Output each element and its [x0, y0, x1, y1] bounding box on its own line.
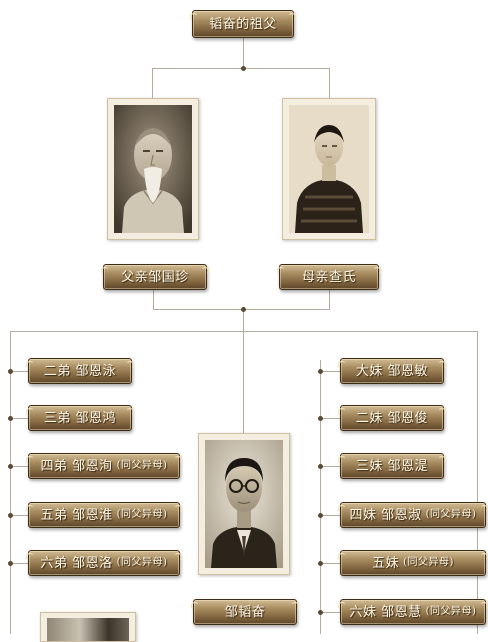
father-name: 父亲邹国珍	[121, 269, 189, 285]
mother-photo-frame	[282, 98, 376, 240]
sister-name: 二妹 邹恩俊	[355, 410, 429, 426]
mother-name: 母亲查氏	[301, 269, 356, 285]
sister-plaque-2: 二妹 邹恩俊	[338, 405, 446, 431]
half-sibling-note: (同父异母)	[116, 509, 168, 520]
sister-name: 三妹 邹恩湜	[355, 458, 429, 474]
self-photo-frame	[198, 433, 290, 575]
grandfather-title-plaque: 韬奋的祖父	[190, 10, 296, 38]
brother-name: 六弟 邹恩洛	[40, 555, 113, 571]
sister-name: 四妹 邹恩淑	[349, 507, 422, 523]
sister-plaque-6: 六妹 邹恩慧(同父异母)	[338, 599, 488, 625]
father-portrait	[114, 105, 192, 233]
brother-name: 二弟 邹恩泳	[43, 363, 117, 379]
sister-plaque-3: 三妹 邹恩湜	[338, 453, 446, 479]
sister-plaque-1: 大妹 邹恩敏	[338, 358, 446, 384]
sister-name: 大妹 邹恩敏	[355, 363, 429, 379]
sister-name: 六妹 邹恩慧	[349, 604, 422, 620]
half-sibling-note: (同父异母)	[403, 557, 454, 568]
brother-plaque-3: 三弟 邹恩鸿	[26, 405, 134, 431]
brother-name: 四弟 邹恩洵	[40, 458, 113, 474]
brother-plaque-5: 五弟 邹恩淮(同父异母)	[26, 502, 182, 528]
brother-plaque-6: 六弟 邹恩洛(同父异母)	[26, 550, 182, 576]
brother-plaque-4: 四弟 邹恩洵(同父异母)	[26, 453, 182, 479]
father-photo-frame	[107, 98, 199, 240]
brother-name: 五弟 邹恩淮	[40, 507, 113, 523]
half-sibling-note: (同父异母)	[116, 557, 168, 568]
half-sibling-note: (同父异母)	[425, 509, 477, 520]
brother-plaque-2: 二弟 邹恩泳	[26, 358, 134, 384]
grandfather-title: 韬奋的祖父	[209, 16, 277, 32]
partial-photo-frame	[40, 612, 136, 642]
self-plaque: 邹韬奋	[191, 599, 299, 625]
mother-plaque: 母亲查氏	[277, 264, 381, 290]
partial-portrait	[47, 618, 129, 641]
self-portrait	[205, 440, 283, 568]
mother-portrait	[289, 105, 369, 233]
father-plaque: 父亲邹国珍	[101, 264, 209, 290]
sister-plaque-4: 四妹 邹恩淑(同父异母)	[338, 502, 488, 528]
half-sibling-note: (同父异母)	[425, 606, 477, 617]
sister-plaque-5: 五妹(同父异母)	[338, 550, 488, 576]
brother-name: 三弟 邹恩鸿	[43, 410, 117, 426]
self-name: 邹韬奋	[224, 604, 266, 620]
half-sibling-note: (同父异母)	[116, 460, 168, 471]
sister-name: 五妹	[372, 555, 400, 571]
